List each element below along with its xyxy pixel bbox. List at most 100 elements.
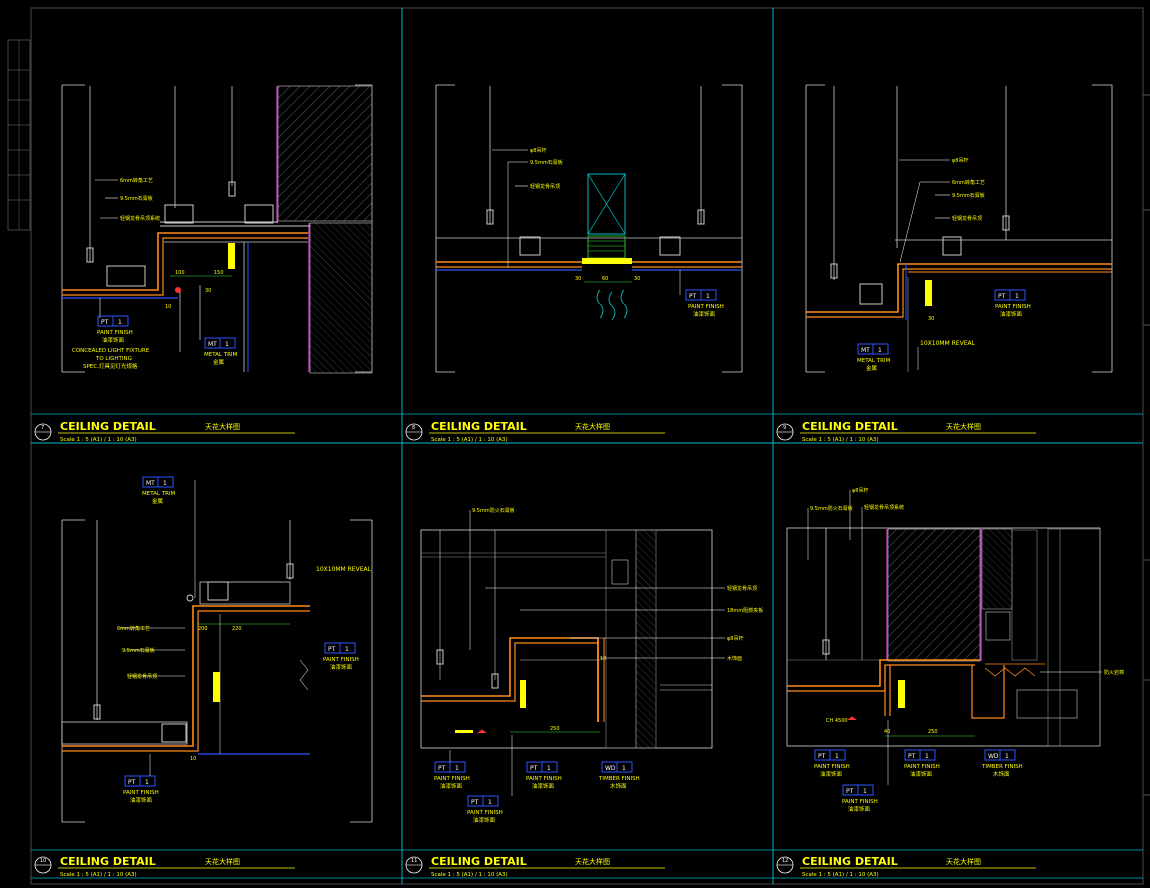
svg-text:PAINT FINISH: PAINT FINISH [323, 657, 359, 663]
svg-text:CONCEALED LIGHT FIXTURE: CONCEALED LIGHT FIXTURE [72, 348, 150, 354]
detail-panel-12: 40 250 CH 4500 9.5mm防火石膏板 φ8吊杆 轻钢龙骨吊顶系统 … [776, 487, 1124, 878]
svg-text:CEILING DETAIL: CEILING DETAIL [802, 855, 898, 868]
svg-text:250: 250 [928, 729, 938, 735]
svg-text:6mm转角工艺: 6mm转角工艺 [120, 177, 153, 184]
title-block-7: 7 CEILING DETAIL 天花大样图 Scale 1 : 5 (A1) … [34, 420, 295, 443]
svg-text:天花大样图: 天花大样图 [946, 857, 981, 866]
svg-text:11: 11 [411, 858, 417, 864]
svg-text:1: 1 [622, 765, 626, 772]
svg-text:PAINT FINISH: PAINT FINISH [995, 304, 1031, 310]
svg-text:250: 250 [550, 726, 560, 732]
svg-text:1: 1 [488, 799, 492, 806]
svg-text:轻钢龙骨吊顶系统: 轻钢龙骨吊顶系统 [120, 215, 160, 222]
svg-text:TIMBER FINISH: TIMBER FINISH [981, 764, 1023, 770]
svg-text:PT: PT [471, 799, 479, 806]
svg-text:φ8吊杆: φ8吊杆 [727, 635, 743, 642]
svg-text:油漆饰面: 油漆饰面 [848, 805, 871, 813]
detail-panel-11: 250 10 9.5mm防火石膏板 轻钢龙骨吊顶 18mm阻燃夹板 φ8吊杆 木… [405, 507, 763, 878]
tag-paint-finish: PT 1 PAINT FINISH 油漆饰面 [526, 761, 562, 790]
svg-text:10X10MM REVEAL: 10X10MM REVEAL [316, 566, 372, 573]
svg-text:木饰面: 木饰面 [610, 782, 627, 790]
title-block-10: 10 CEILING DETAIL 天花大样图 Scale 1 : 5 (A1)… [34, 855, 295, 878]
svg-text:金属: 金属 [866, 364, 877, 372]
svg-text:CEILING DETAIL: CEILING DETAIL [431, 855, 527, 868]
svg-text:TIMBER FINISH: TIMBER FINISH [598, 776, 640, 782]
sheet-frame [7, 7, 1150, 885]
svg-text:1: 1 [925, 753, 929, 760]
svg-text:METAL TRIM: METAL TRIM [142, 491, 176, 497]
svg-text:Scale 1 : 5 (A1) / 1 : 10 (A3): Scale 1 : 5 (A1) / 1 : 10 (A3) [431, 872, 508, 878]
detail-scale: Scale 1 : 5 (A1) / 1 : 10 (A3) [60, 437, 137, 443]
svg-text:1: 1 [118, 319, 122, 326]
svg-text:CEILING DETAIL: CEILING DETAIL [431, 420, 527, 433]
svg-text:Scale 1 : 5 (A1) / 1 : 10 (A3): Scale 1 : 5 (A1) / 1 : 10 (A3) [802, 872, 879, 878]
svg-text:PT: PT [998, 293, 1006, 300]
svg-text:10: 10 [190, 756, 196, 762]
detail-panel-8: 30 60 30 φ8吊杆 9.5mm石膏板 轻钢龙骨吊顶 PT 1 PAINT… [405, 84, 743, 443]
title-block-11: 11 CEILING DETAIL 天花大样图 Scale 1 : 5 (A1)… [405, 855, 665, 878]
svg-text:天花大样图: 天花大样图 [575, 857, 610, 866]
svg-text:1: 1 [863, 788, 867, 795]
svg-text:40: 40 [884, 729, 890, 735]
svg-text:PAINT FINISH: PAINT FINISH [904, 764, 940, 770]
svg-text:PAINT FINISH: PAINT FINISH [467, 810, 503, 816]
svg-text:PAINT FINISH: PAINT FINISH [123, 790, 159, 796]
svg-text:220: 220 [232, 626, 242, 632]
detail-number: 7 [41, 425, 44, 431]
dim-150: 150 [214, 270, 224, 276]
svg-text:木饰面: 木饰面 [993, 770, 1010, 778]
tag-metal-trim: MT 1 METAL TRIM 金属 [204, 337, 238, 366]
svg-text:木饰面: 木饰面 [727, 655, 742, 662]
svg-text:8: 8 [412, 425, 415, 431]
svg-text:6mm转角工艺: 6mm转角工艺 [117, 625, 150, 632]
svg-text:1: 1 [706, 293, 710, 300]
svg-text:1: 1 [1015, 293, 1019, 300]
dim-30: 30 [205, 288, 211, 294]
svg-text:油漆饰面: 油漆饰面 [330, 663, 353, 671]
svg-text:PT: PT [908, 753, 916, 760]
tag-timber-finish: WD 1 TIMBER FINISH 木饰面 [598, 761, 640, 790]
note-concealed-light: CONCEALED LIGHT FIXTURE TO LIGHTING SPEC… [72, 348, 150, 370]
svg-text:PT: PT [128, 779, 136, 786]
svg-text:CH 4500: CH 4500 [826, 718, 848, 724]
svg-text:MT: MT [146, 480, 155, 487]
tag-paint-finish: PT 1 PAINT FINISH 油漆饰面 [434, 761, 470, 790]
tag-paint-finish: PT 1 PAINT FINISH 油漆饰面 [842, 784, 878, 813]
svg-text:轻钢龙骨吊顶: 轻钢龙骨吊顶 [727, 585, 757, 592]
svg-text:WD: WD [988, 753, 999, 760]
svg-text:Scale 1 : 5 (A1) / 1 : 10 (A3): Scale 1 : 5 (A1) / 1 : 10 (A3) [60, 872, 137, 878]
svg-text:WD: WD [605, 765, 616, 772]
svg-text:1: 1 [145, 779, 149, 786]
svg-text:9.5mm石膏板: 9.5mm石膏板 [122, 647, 155, 654]
svg-text:1: 1 [455, 765, 459, 772]
svg-text:12: 12 [782, 858, 788, 864]
note-reveal: 10X10MM REVEAL [917, 340, 976, 370]
svg-text:金属: 金属 [152, 497, 163, 505]
svg-text:PAINT FINISH: PAINT FINISH [97, 330, 133, 336]
svg-text:1: 1 [225, 341, 229, 348]
detail-panel-10: 6mm转角工艺 9.5mm石膏板 轻钢龙骨吊顶 200 220 10 MT 1 … [34, 476, 373, 878]
svg-text:10: 10 [40, 858, 46, 864]
svg-text:METAL TRIM: METAL TRIM [204, 352, 238, 358]
tag-paint-finish: PT 1 PAINT FINISH 油漆饰面 [97, 315, 133, 344]
svg-text:30: 30 [575, 276, 581, 282]
svg-text:轻钢龙骨吊顶: 轻钢龙骨吊顶 [127, 673, 157, 680]
svg-text:Scale 1 : 5 (A1) / 1 : 10 (A3): Scale 1 : 5 (A1) / 1 : 10 (A3) [431, 437, 508, 443]
svg-text:油漆饰面: 油漆饰面 [102, 336, 125, 344]
tag-metal-trim: MT 1 METAL TRIM 金属 [142, 476, 176, 505]
svg-text:PT: PT [818, 753, 826, 760]
svg-text:PAINT FINISH: PAINT FINISH [814, 764, 850, 770]
svg-text:1: 1 [1005, 753, 1009, 760]
svg-text:φ8吊杆: φ8吊杆 [530, 147, 546, 154]
svg-text:PT: PT [689, 293, 697, 300]
svg-text:9.5mm石膏板: 9.5mm石膏板 [120, 195, 153, 202]
svg-text:10X10MM REVEAL: 10X10MM REVEAL [920, 340, 976, 347]
tag-paint-finish: PT 1 PAINT FINISH 油漆饰面 [467, 795, 503, 824]
svg-text:防火岩棉: 防火岩棉 [1104, 669, 1124, 676]
svg-text:油漆饰面: 油漆饰面 [440, 782, 463, 790]
svg-text:9: 9 [783, 425, 786, 431]
svg-text:6mm转角工艺: 6mm转角工艺 [952, 179, 985, 186]
svg-text:PT: PT [101, 319, 109, 326]
detail-title: CEILING DETAIL [60, 420, 156, 433]
